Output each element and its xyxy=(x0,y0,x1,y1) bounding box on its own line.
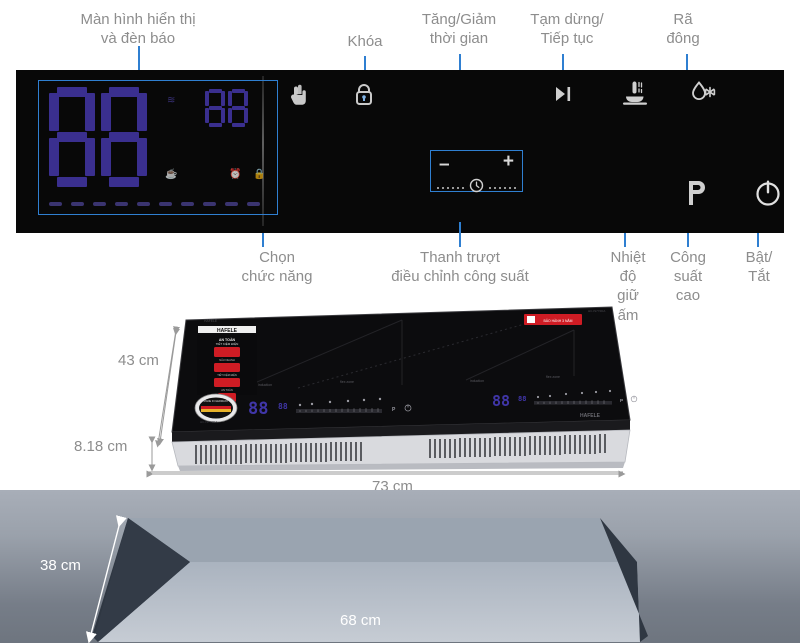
svg-text:TIẾT KIỆM ĐIỆN: TIẾT KIỆM ĐIỆN xyxy=(217,372,237,377)
svg-text:induction: induction xyxy=(258,383,272,387)
svg-text:flex zone: flex zone xyxy=(340,380,354,384)
leader-line-select-function xyxy=(262,233,264,247)
display-main-digits xyxy=(49,87,147,187)
svg-text:88: 88 xyxy=(492,392,510,410)
display-timer-digits xyxy=(205,89,248,127)
leader-line-power-slider xyxy=(459,222,461,247)
annotation-keep-warm: Nhiệt độ giữ ấm xyxy=(610,249,646,324)
cooktop-product-illustration: induction flex zone induction flex zone … xyxy=(0,290,800,495)
annotation-boost-power: Công suất cao xyxy=(670,249,706,305)
svg-text:88: 88 xyxy=(248,399,268,419)
dimension-cutout-width: 68 cm xyxy=(340,612,381,629)
leader-line-defrost xyxy=(686,54,688,82)
pan-warming-icon[interactable] xyxy=(620,80,650,108)
leader-line-display xyxy=(138,46,140,70)
annotation-select-function: Chọn chức năng xyxy=(241,249,313,286)
timer-plus-button[interactable]: + xyxy=(502,151,514,172)
seven-segment-digit xyxy=(101,87,147,187)
svg-text:induction: induction xyxy=(470,379,484,383)
cutout-dimension-panel: 38 cm 68 cm xyxy=(0,490,800,643)
svg-text:MADE IN GERMANY: MADE IN GERMANY xyxy=(204,399,229,403)
play-pause-icon[interactable] xyxy=(552,84,574,104)
svg-text:HAFELE: HAFELE xyxy=(204,319,218,323)
seven-segment-digit-small xyxy=(228,89,248,127)
padlock-icon[interactable] xyxy=(354,82,374,106)
svg-text:BẢO HÀNH 3 NĂM: BẢO HÀNH 3 NĂM xyxy=(543,318,572,323)
annotation-on-off: Bật/ Tắt xyxy=(745,249,773,286)
display-area: ≋ ☕ ⏰ 🔒 xyxy=(38,80,278,215)
display-level-dashes xyxy=(49,202,260,206)
dimension-cutout-depth: 38 cm xyxy=(40,557,81,574)
dimension-height: 8.18 cm xyxy=(74,438,128,455)
svg-text:HAFELE: HAFELE xyxy=(580,413,601,419)
panel-divider xyxy=(262,76,264,226)
svg-text:88: 88 xyxy=(278,402,288,411)
timer-adjust-control[interactable]: – + xyxy=(430,150,523,193)
cooktop-control-panel: ≋ ☕ ⏰ 🔒 xyxy=(16,70,784,233)
timer-minus-button[interactable]: – xyxy=(439,154,450,175)
pan-indicator-icon: ☕ xyxy=(165,169,178,180)
hand-pointer-icon[interactable] xyxy=(288,82,310,106)
leader-line-on-off xyxy=(757,233,759,247)
lock-indicator-icon: 🔒 xyxy=(253,169,266,180)
annotation-power-slider: Thanh trượt điều chỉnh công suất xyxy=(391,249,529,286)
leader-line-timer xyxy=(459,54,461,80)
droplet-snowflake-icon[interactable] xyxy=(688,80,718,108)
svg-text:AN TOÀN: AN TOÀN xyxy=(221,388,233,392)
power-icon[interactable] xyxy=(754,178,782,208)
svg-text:HAFELE: HAFELE xyxy=(217,328,238,334)
annotation-timer-adjust: Tăng/Giảm thời gian xyxy=(421,11,497,48)
boost-p-icon[interactable] xyxy=(684,178,710,208)
svg-text:flex zone: flex zone xyxy=(546,375,560,379)
annotation-pause-resume: Tạm dừng/ Tiếp tục xyxy=(530,11,604,48)
seven-segment-digit xyxy=(49,87,95,187)
svg-text:NẤU NHANH: NẤU NHANH xyxy=(219,357,235,362)
timer-track[interactable] xyxy=(436,178,517,198)
annotation-display-and-indicator: Màn hình hiển thị và đèn báo xyxy=(80,11,196,48)
svg-text:HC-IS772DA: HC-IS772DA xyxy=(200,420,217,424)
svg-text:P: P xyxy=(392,407,396,413)
annotation-defrost: Rã đông xyxy=(666,11,700,48)
svg-text:88: 88 xyxy=(518,395,526,403)
leader-line-pause xyxy=(562,54,564,82)
annotation-lock: Khóa xyxy=(347,33,383,50)
svg-text:HC-IS772DA: HC-IS772DA xyxy=(588,309,605,313)
leader-line-boost-power xyxy=(687,233,689,247)
wifi-indicator-icon: ≋ xyxy=(167,95,176,106)
seven-segment-digit-small xyxy=(205,89,225,127)
svg-text:TIẾT KIỆM ĐIỆN: TIẾT KIỆM ĐIỆN xyxy=(216,341,239,346)
dimension-depth: 43 cm xyxy=(118,352,159,369)
leader-line-lock xyxy=(364,56,366,70)
svg-text:P: P xyxy=(620,398,623,403)
leader-line-keep-warm xyxy=(624,233,626,247)
clock-icon xyxy=(469,178,484,198)
svg-text:AN TOÀN: AN TOÀN xyxy=(219,337,236,342)
timer-indicator-icon: ⏰ xyxy=(229,169,242,180)
